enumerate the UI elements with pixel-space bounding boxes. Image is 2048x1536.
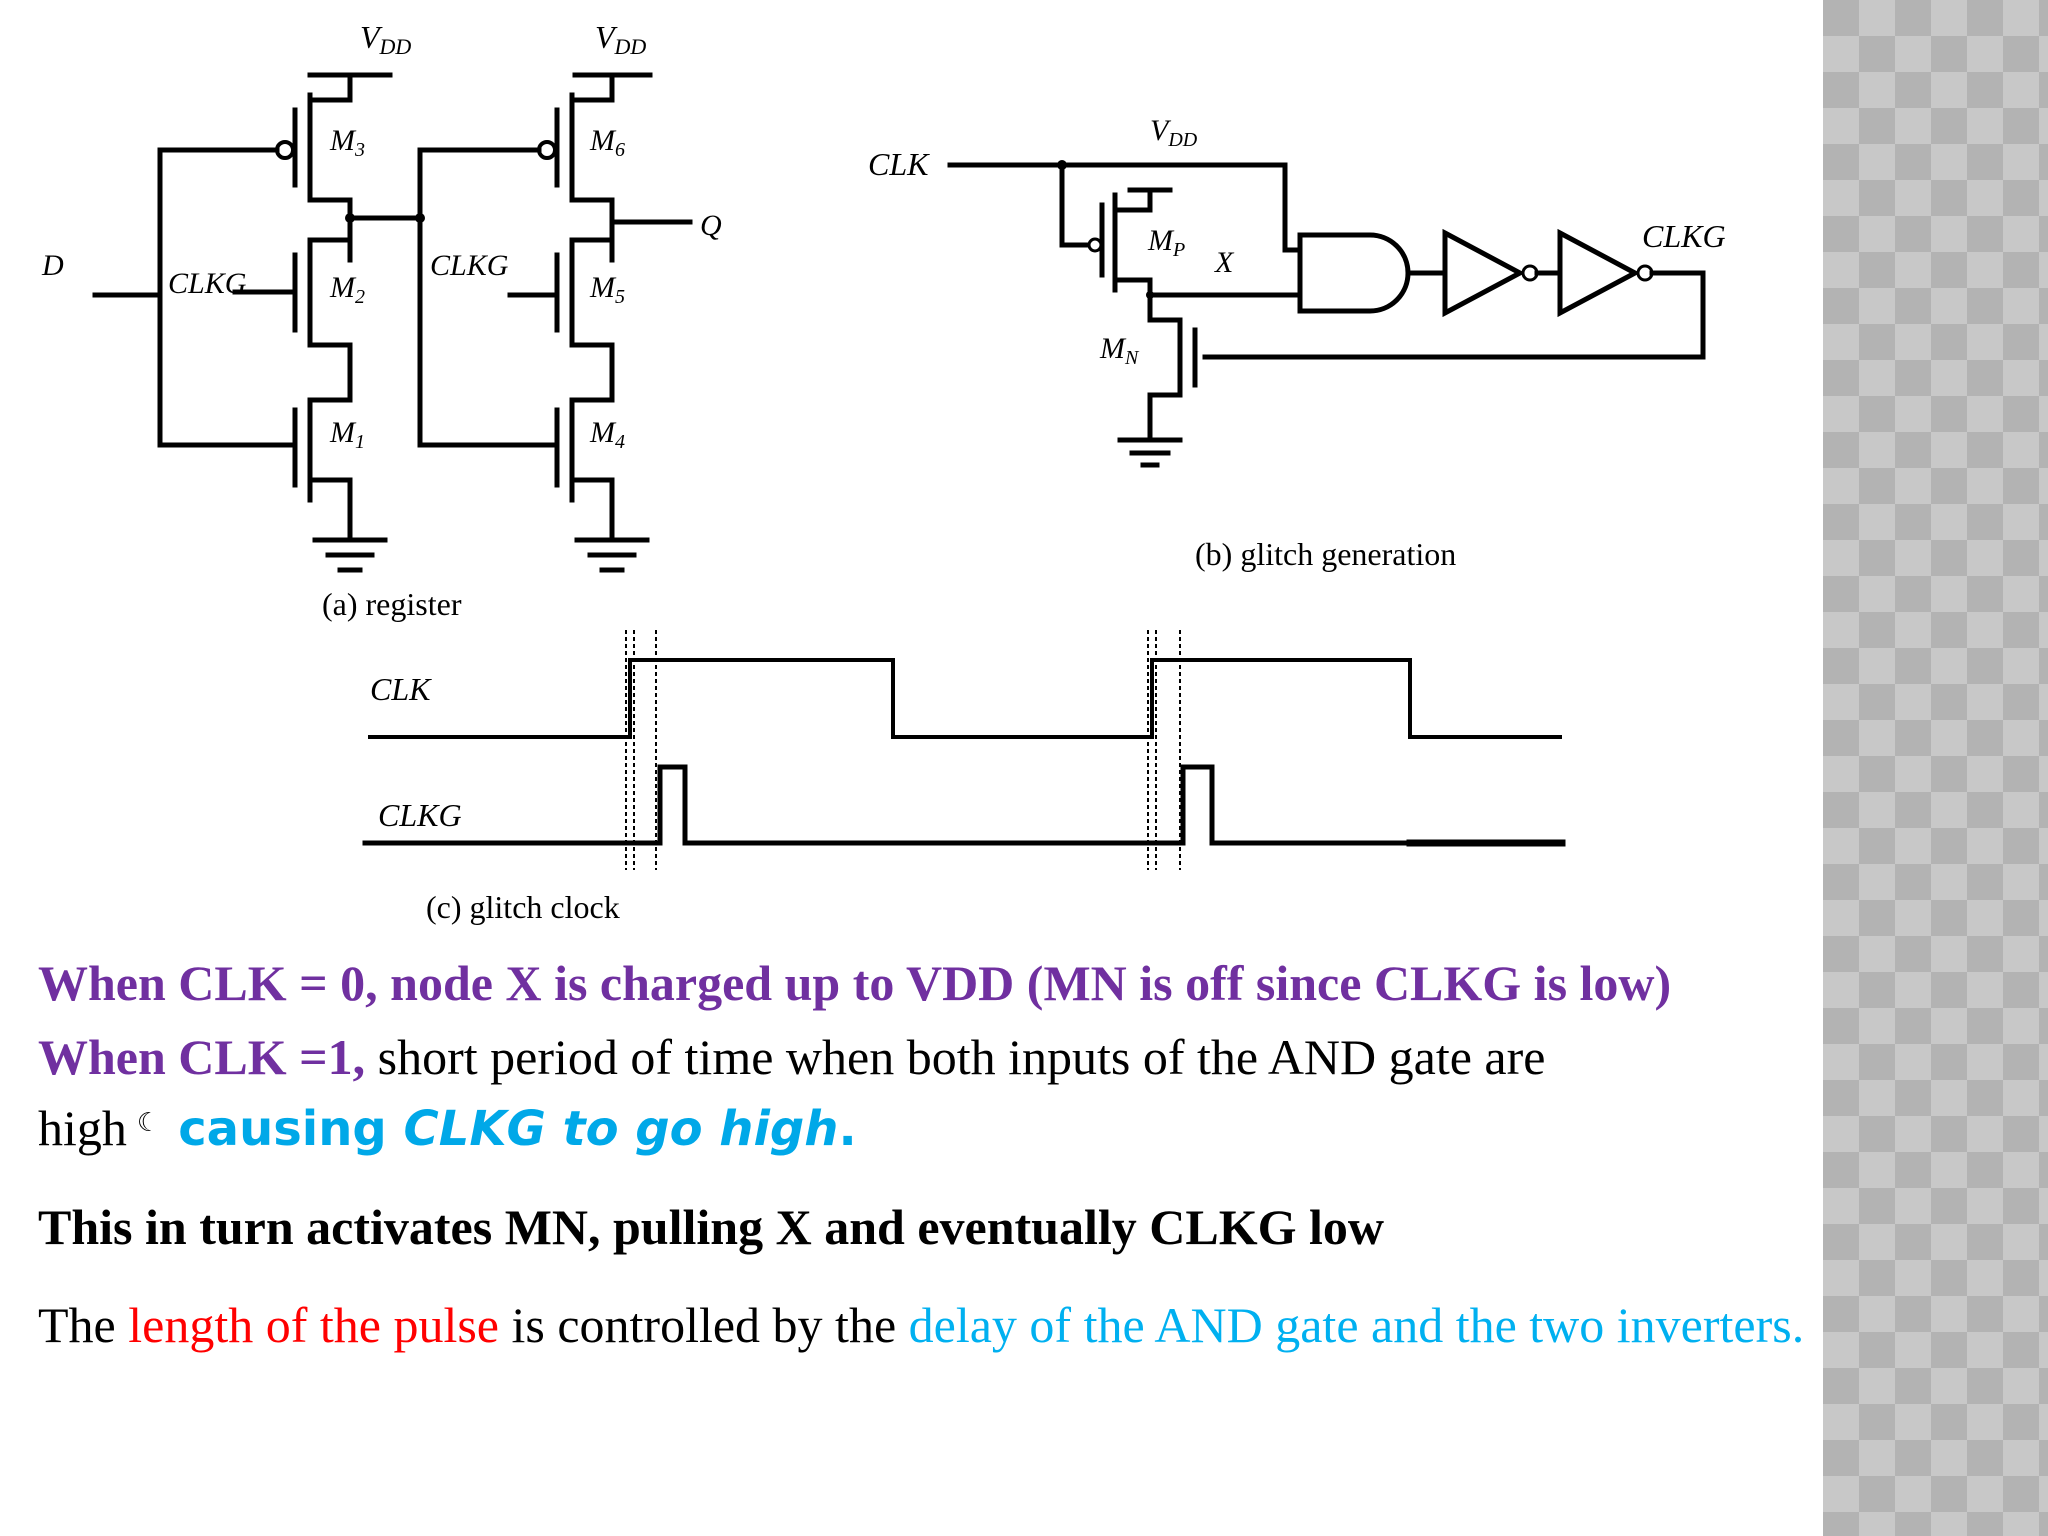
m3-label: M3 bbox=[329, 124, 365, 161]
mn-label: MN bbox=[1099, 332, 1140, 369]
explanation-text: When CLK = 0, node X is charged up to VD… bbox=[38, 950, 1818, 1358]
glitch-generation-caption: (b) glitch generation bbox=[1195, 536, 1456, 572]
text-line-pulse-length: The length of the pulse is controlled by… bbox=[38, 1297, 1805, 1353]
m2-label: M2 bbox=[329, 271, 365, 308]
clk-input-label: CLK bbox=[868, 146, 930, 182]
clkg-label-1: CLKG bbox=[168, 267, 247, 300]
q-output-label: Q bbox=[700, 209, 722, 242]
clkg-output-label: CLKG bbox=[1642, 218, 1726, 254]
clk-1-bold: When CLK =1, bbox=[38, 1029, 366, 1085]
waveform-clkg-label: CLKG bbox=[378, 797, 462, 833]
register-circuit: VDD VDD bbox=[41, 19, 722, 622]
m5-label: M5 bbox=[589, 271, 625, 308]
clkg-high-text: causing CLKG to go high. bbox=[178, 1101, 857, 1157]
clkg-label-2: CLKG bbox=[430, 249, 509, 282]
glitch-clock-caption: (c) glitch clock bbox=[426, 889, 620, 925]
m6-label: M6 bbox=[589, 124, 625, 161]
circuit-diagram: VDD VDD bbox=[41, 19, 1726, 925]
pulse-length-highlight: length of the pulse bbox=[128, 1297, 499, 1353]
arrow-icon: ☾ bbox=[136, 1108, 161, 1137]
text-line-clk-0: When CLK = 0, node X is charged up to VD… bbox=[38, 955, 1672, 1011]
m4-label: M4 bbox=[589, 416, 625, 453]
text-line-clk-1: When CLK =1, short period of time when b… bbox=[38, 1024, 1818, 1162]
glitch-generation-circuit: CLK VDD bbox=[868, 114, 1726, 572]
node-x-label: X bbox=[1214, 246, 1235, 279]
register-caption: (a) register bbox=[322, 586, 462, 622]
d-input-label: D bbox=[41, 249, 64, 282]
glitch-clock-waveform: CLK CLKG (c) glitch clock bbox=[362, 630, 1566, 925]
clk-1-rest: short period of time when both inputs of… bbox=[38, 1029, 1546, 1156]
m1-label: M1 bbox=[329, 416, 365, 453]
register-vdd-label-1: VDD bbox=[360, 19, 411, 59]
waveform-clk-label: CLK bbox=[370, 671, 432, 707]
register-vdd-label-2: VDD bbox=[595, 19, 646, 59]
text-line-mn-activates: This in turn activates MN, pulling X and… bbox=[38, 1199, 1384, 1255]
decorative-sidebar bbox=[1823, 0, 2048, 1536]
glitch-vdd-label: VDD bbox=[1150, 114, 1198, 151]
delay-highlight: delay of the AND gate and the two invert… bbox=[908, 1297, 1805, 1353]
mp-label: MP bbox=[1147, 224, 1185, 261]
